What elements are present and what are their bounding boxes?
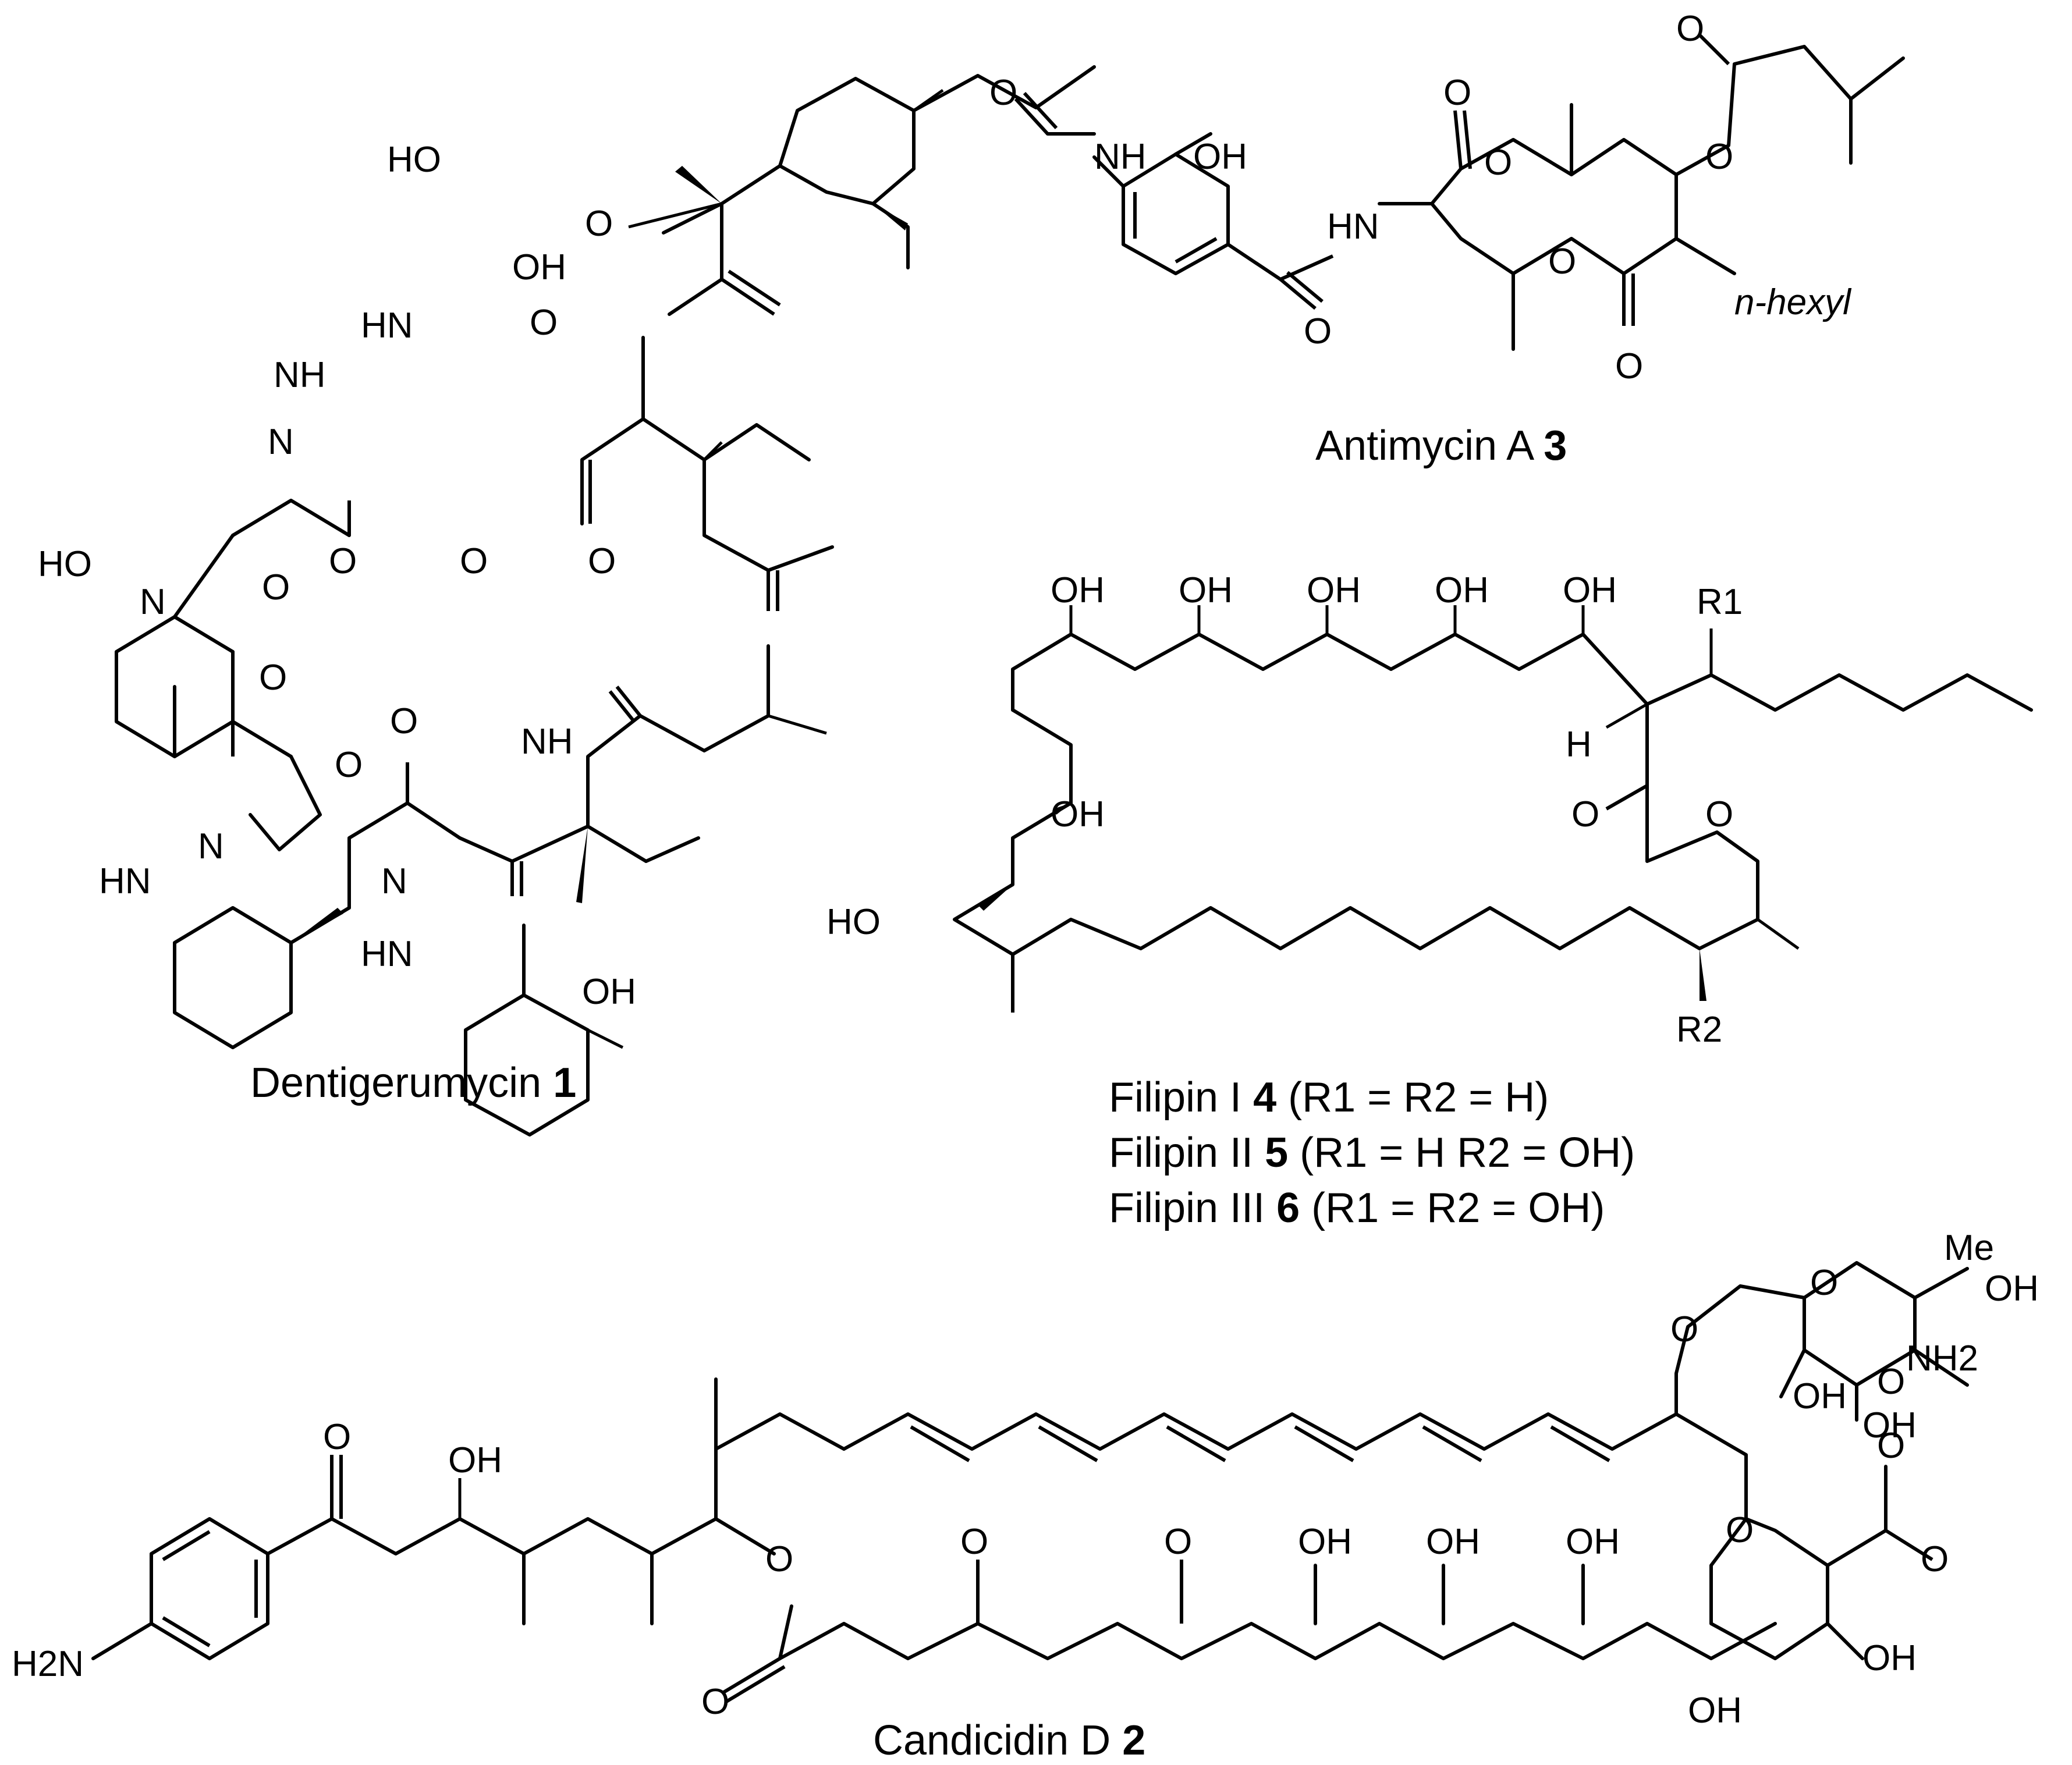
atom-label: O (1443, 73, 1471, 113)
structure-antimycin (1014, 33, 1905, 351)
filipin-captions: Filipin I 4 (R1 = R2 = H) Filipin II 5 (… (1109, 1074, 1635, 1231)
atom-label: O (1670, 1309, 1698, 1350)
structure-filipin (953, 605, 2033, 1013)
atom-label: O (1304, 311, 1332, 351)
atom-label: O (259, 658, 287, 698)
atom-label: OH (1985, 1269, 2039, 1309)
atom-label: O (390, 701, 418, 741)
atom-label: O (1726, 1510, 1754, 1550)
atom-label: OH (512, 247, 566, 287)
atom-label: O (262, 567, 290, 608)
atom-label: H2N (12, 1644, 84, 1684)
atom-label: HO (38, 544, 92, 584)
atom-label: O (960, 1522, 988, 1562)
atom-label: NH (1094, 137, 1147, 177)
compound-caption-candicidin: Candicidin D 2 (873, 1717, 1145, 1764)
atom-label: R1 (1697, 582, 1743, 622)
atom-label: O (585, 204, 613, 244)
atom-label: O (460, 541, 488, 581)
atom-label: O (1810, 1263, 1838, 1303)
atom-label: HO (387, 140, 441, 180)
compound-caption-antimycin: Antimycin A 3 (1315, 422, 1567, 469)
atom-label: O (1877, 1362, 1905, 1402)
structure-dentigerumycin (115, 65, 1096, 1137)
atom-label: NH (274, 355, 326, 395)
atom-label: O (1484, 143, 1512, 183)
atom-label: O (765, 1539, 793, 1579)
atom-label: HN (361, 934, 413, 974)
atom-label: O (1921, 1539, 1949, 1579)
atom-label: O (530, 303, 558, 343)
atom-label: OH (1298, 1522, 1352, 1562)
atom-label: O (1571, 794, 1599, 834)
atom-label: O (329, 541, 357, 581)
atom-label: O (335, 745, 363, 785)
atom-label: OH (1793, 1376, 1847, 1416)
antimycin-atom-labels: O NH OH HN O O O O O O O n-hexyl (989, 9, 1852, 386)
filipin-atom-labels: OH OH OH OH OH R1 H O O OH HO R2 (826, 570, 1743, 1050)
atom-label: N (381, 861, 407, 901)
atom-label: OH (1193, 137, 1247, 177)
atom-label: O (989, 73, 1017, 113)
compound-caption-filipin-iii: Filipin III 6 (R1 = R2 = OH) (1109, 1185, 1605, 1231)
atom-label: O (323, 1417, 351, 1457)
atom-label: N (268, 422, 294, 462)
atom-label: OH (1051, 794, 1105, 834)
candicidin-atom-labels: Me O OH O NH2 OH O OH OH O O O O OH OH O… (12, 1228, 2039, 1731)
atom-label: OH (1862, 1638, 1917, 1678)
dentigerumycin-atom-labels: HO OH O HN O NH N O HO N O O O O NH O N … (38, 140, 636, 1012)
atom-label: O (1548, 242, 1576, 282)
atom-label: OH (1688, 1691, 1742, 1731)
atom-label: O (588, 541, 616, 581)
atom-label: NH2 (1906, 1338, 1978, 1379)
atom-label: O (1877, 1426, 1905, 1466)
atom-label: OH (1862, 1405, 1917, 1446)
atom-label: OH (448, 1440, 502, 1480)
atom-label: O (1615, 346, 1643, 386)
atom-label: Me (1944, 1228, 1994, 1268)
substituent-label: n-hexyl (1734, 282, 1852, 322)
compound-caption-dentigerumycin: Dentigerumycin 1 (250, 1060, 576, 1106)
atom-label: O (1705, 794, 1733, 834)
atom-label: R2 (1676, 1010, 1722, 1050)
atom-label: OH (1435, 570, 1489, 610)
atom-label: HN (361, 306, 413, 346)
atom-label: OH (1566, 1522, 1620, 1562)
atom-label: NH (521, 722, 573, 762)
structure-candicidin (91, 1261, 1969, 1703)
compound-caption-filipin-i: Filipin I 4 (R1 = R2 = H) (1109, 1074, 1549, 1121)
atom-label: OH (1563, 570, 1617, 610)
atom-label: H (1566, 725, 1592, 765)
atom-label: OH (582, 972, 636, 1012)
atom-label: OH (1307, 570, 1361, 610)
compound-caption-filipin-ii: Filipin II 5 (R1 = H R2 = OH) (1109, 1130, 1635, 1176)
atom-label: HN (1327, 207, 1379, 247)
atom-label: N (140, 582, 166, 622)
atom-label: N (198, 826, 224, 866)
atom-label: OH (1426, 1522, 1480, 1562)
atom-label: HN (99, 861, 151, 901)
atom-label: O (1705, 137, 1733, 177)
atom-label: O (1164, 1522, 1192, 1562)
atom-label: OH (1179, 570, 1233, 610)
atom-label: O (701, 1682, 729, 1722)
atom-label: HO (826, 902, 881, 942)
atom-label: OH (1051, 570, 1105, 610)
atom-label: O (1676, 9, 1704, 49)
